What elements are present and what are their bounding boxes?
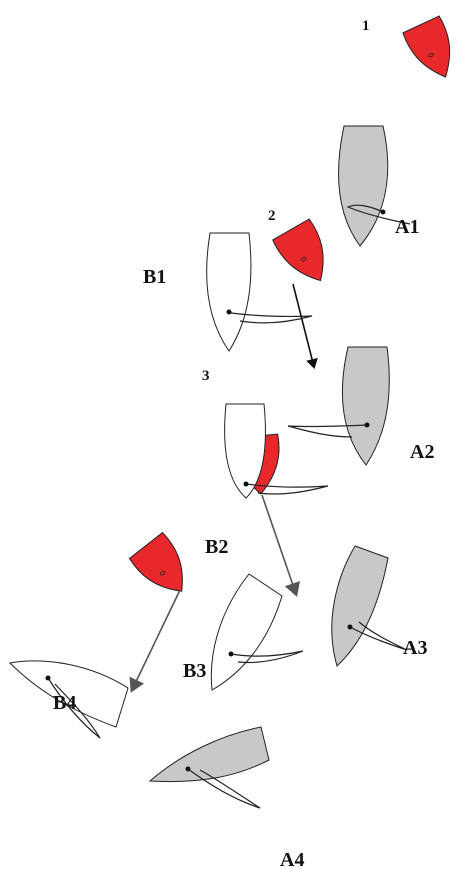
label-b2: B2 <box>205 536 228 558</box>
boom-a3 <box>349 621 408 651</box>
boom-b1 <box>230 312 313 324</box>
boom-a4 <box>187 768 261 809</box>
arrow-3-to-b3 <box>261 494 300 597</box>
boat-a4 <box>148 726 270 809</box>
boom-b3 <box>230 650 304 664</box>
step-1-label: 1 <box>362 18 370 34</box>
boat-a3 <box>331 545 408 667</box>
mark-4 <box>128 531 183 592</box>
mark-1 <box>402 15 451 78</box>
label-a1: A1 <box>395 216 419 238</box>
boat-b2 <box>224 403 329 499</box>
mark-2 <box>272 218 324 282</box>
boat-b4 <box>8 660 129 739</box>
boom-a2 <box>287 424 368 438</box>
arrow-2-to-3 <box>292 283 318 369</box>
boom-b4 <box>47 677 101 739</box>
label-a3: A3 <box>403 637 427 659</box>
label-b4: B4 <box>53 692 76 714</box>
label-b1: B1 <box>143 266 166 288</box>
boom-a1 <box>346 204 411 225</box>
label-a2: A2 <box>410 441 434 463</box>
boat-b3 <box>210 573 304 691</box>
boat-a1 <box>338 125 411 247</box>
boom-b2 <box>245 483 329 495</box>
step-3-label: 3 <box>202 368 210 384</box>
label-a4: A4 <box>280 849 304 869</box>
boat-a2 <box>287 346 390 466</box>
arrow-mark-to-b4 <box>129 589 181 693</box>
label-b3: B3 <box>183 660 206 682</box>
boat-b1 <box>206 232 313 352</box>
step-2-label: 2 <box>268 208 276 224</box>
